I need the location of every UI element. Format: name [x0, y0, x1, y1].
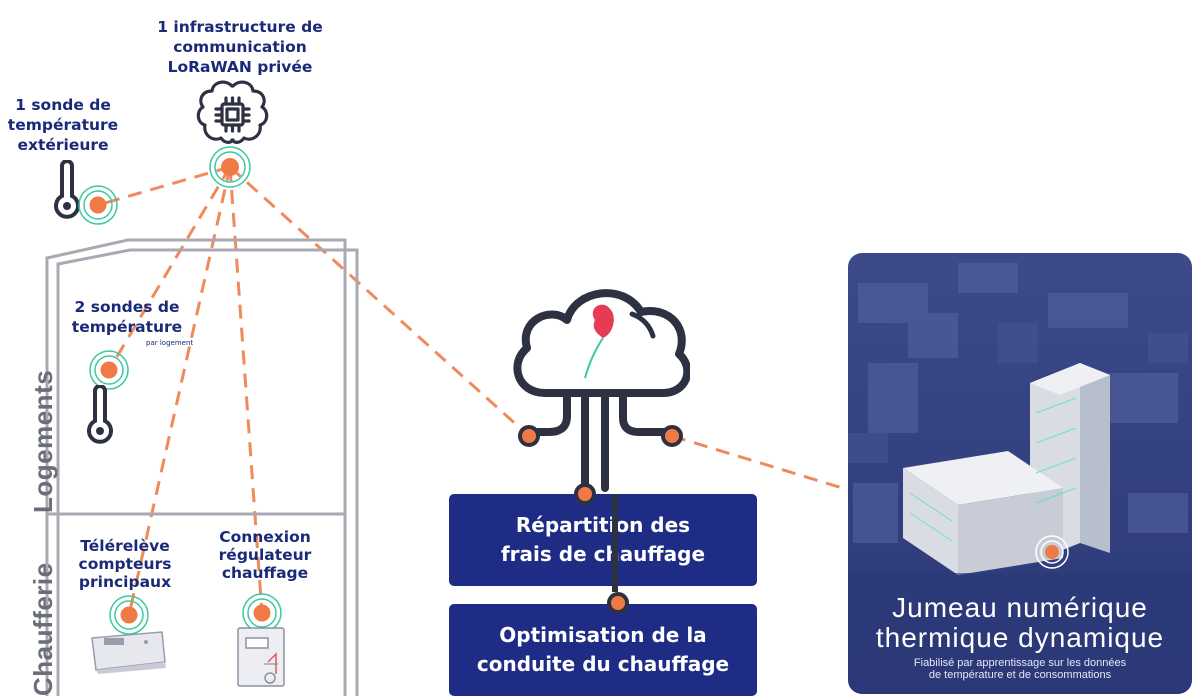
regulator-node-icon	[242, 593, 282, 633]
outdoor-sensor-node-icon	[78, 185, 118, 225]
zone-label-housing: Logements	[28, 369, 58, 513]
billing-connector-icon	[574, 483, 596, 505]
infrastructure-node-icon	[209, 146, 251, 188]
heat-meter-icon	[91, 631, 166, 674]
infrastructure-label: 1 infrastructure de communication LoRaWA…	[157, 18, 323, 76]
brain-chip-icon	[196, 80, 269, 144]
thermometer-icon	[87, 385, 113, 444]
thermometer-icon	[54, 160, 80, 219]
indoor-sensors-node-icon	[89, 350, 129, 390]
billing-box: Répartition des frais de chauffage	[449, 494, 757, 586]
indoor-sensors-label: 2 sondes de température	[71, 298, 183, 336]
digital-twin-subtitle: Fiabilisé par apprentissage sur les donn…	[913, 657, 1127, 681]
meters-node-icon	[109, 595, 149, 635]
regulator-label: Connexion régulateur chauffage	[218, 528, 312, 582]
optimization-link-line	[612, 494, 618, 592]
outdoor-sensor-label: 1 sonde de température extérieure	[7, 96, 119, 154]
cloud-icon	[513, 289, 690, 492]
digital-twin-panel: Jumeau numérique thermique dynamique Fia…	[848, 253, 1192, 694]
aerial-building-image	[848, 253, 1192, 694]
heating-regulator-icon	[237, 627, 285, 687]
meters-label: Télérelève compteurs principaux	[78, 537, 172, 591]
digital-twin-title: Jumeau numérique thermique dynamique	[875, 592, 1165, 653]
zone-label-boiler-room: Chaufferie	[28, 562, 58, 696]
optimization-box: Optimisation de la conduite du chauffage	[449, 604, 757, 696]
indoor-sensors-note: par logement	[146, 339, 194, 347]
building-outline	[45, 238, 359, 696]
optimization-connector-icon	[607, 592, 629, 614]
